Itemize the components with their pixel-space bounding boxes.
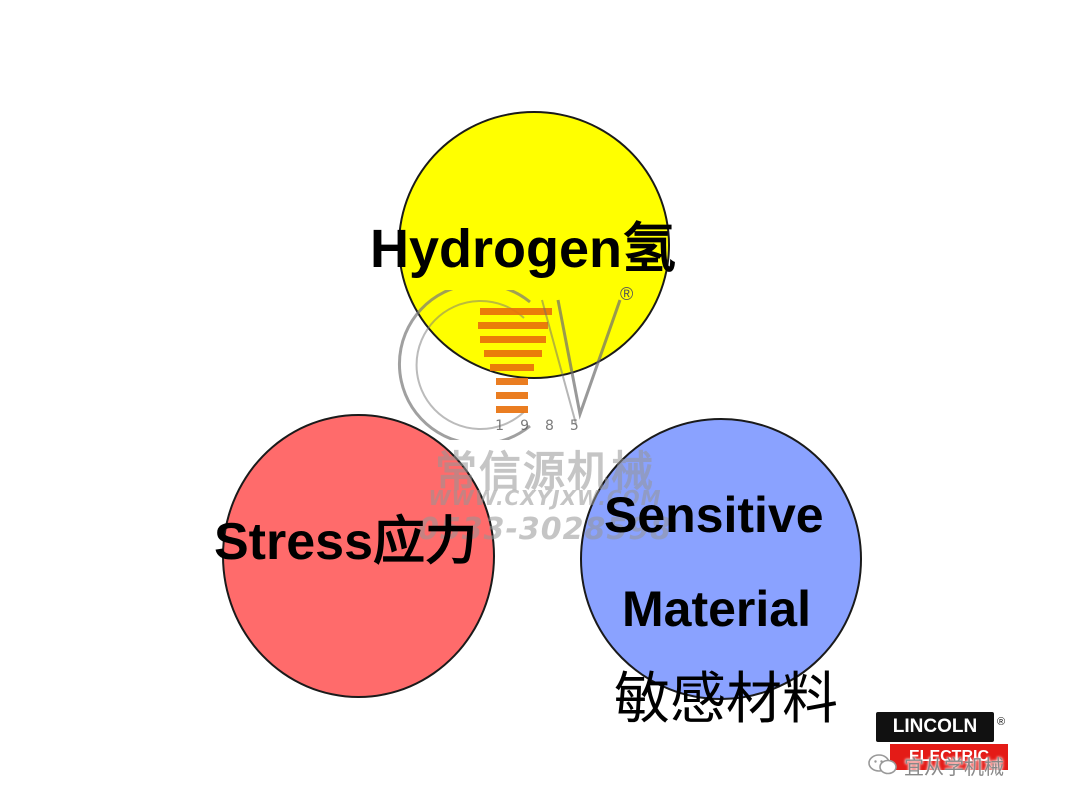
stress-label: Stress应力 [214, 513, 477, 571]
stress-circle [222, 414, 495, 698]
lincoln-electric-logo: ELECTRIC LINCOLN ® [876, 712, 1012, 774]
hydrogen-label: Hydrogen氢 [370, 219, 677, 279]
sensitive-material-circle [580, 418, 862, 700]
material-label: Material [622, 581, 811, 637]
wechat-account-name: 宜从学机械 [904, 754, 1004, 779]
lincoln-registered-mark: ® [997, 716, 1006, 728]
sensitive-label: Sensitive [604, 487, 824, 543]
lincoln-logo-top: LINCOLN [876, 712, 994, 742]
lincoln-logo-bottom: ELECTRIC [890, 744, 1008, 770]
material-chinese-label: 敏感材料 [614, 667, 838, 732]
wechat-icon [868, 754, 897, 775]
wechat-source-tag: 宜从学机械 [868, 752, 1004, 779]
